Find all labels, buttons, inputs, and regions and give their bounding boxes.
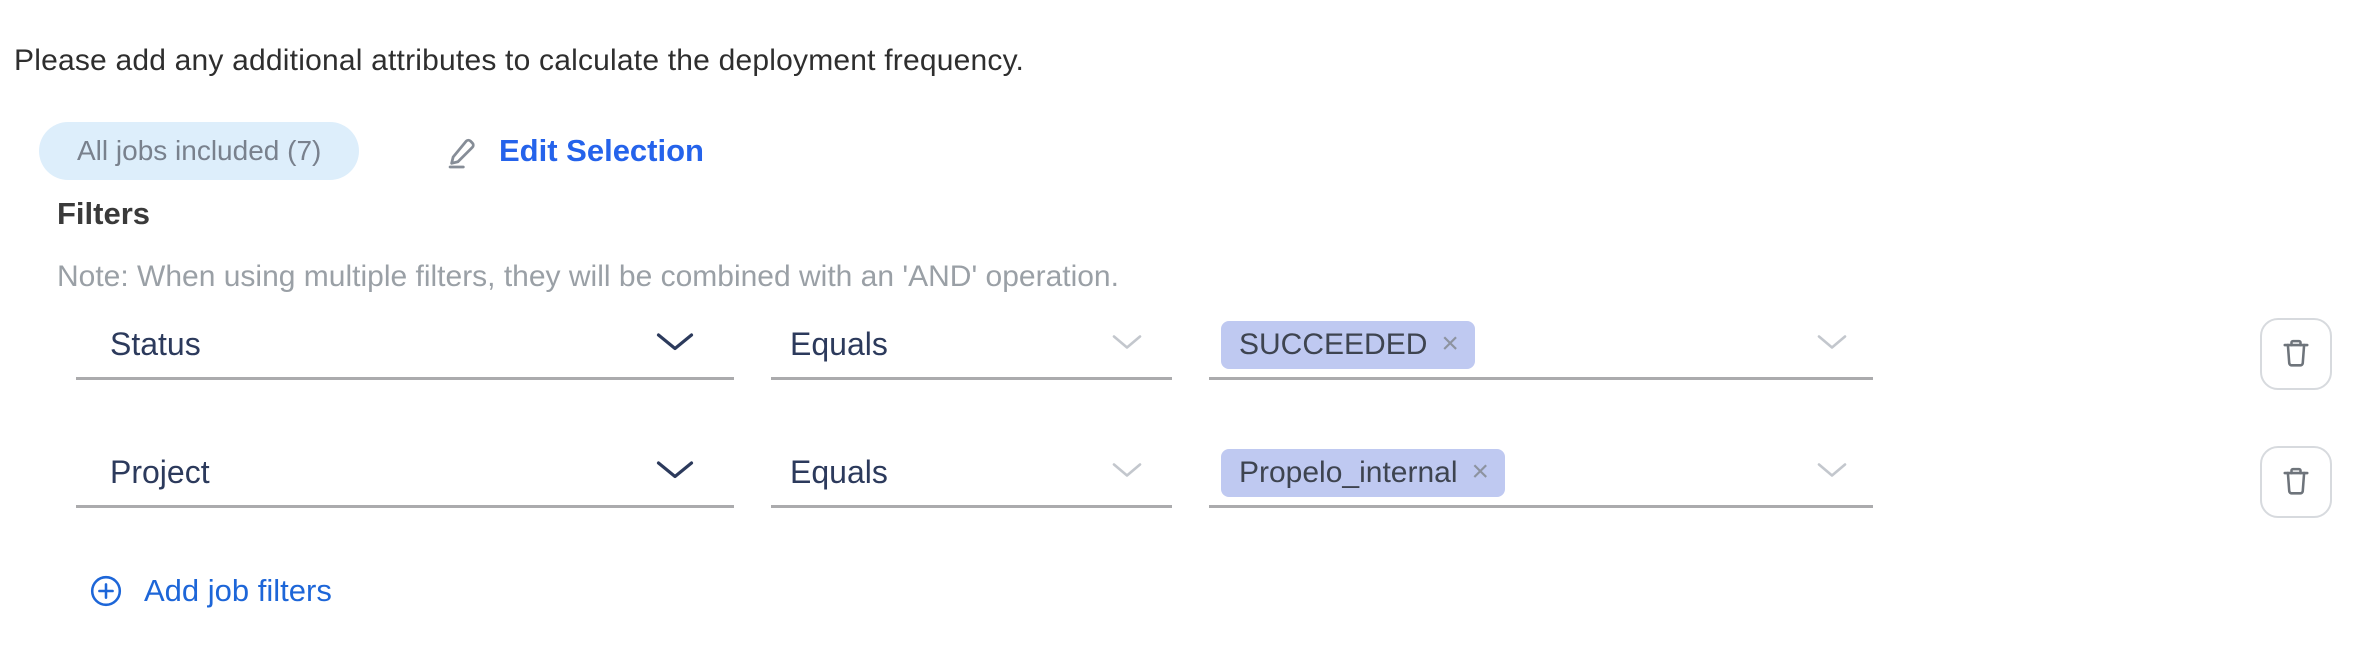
filter-row: Project Equals Propelo_internal × xyxy=(0,440,2376,520)
trash-icon xyxy=(2278,463,2314,502)
attribute-select[interactable]: Status xyxy=(76,312,734,380)
values-select[interactable]: SUCCEEDED × xyxy=(1209,312,1873,380)
operator-select[interactable]: Equals xyxy=(771,312,1172,380)
jobs-included-badge: All jobs included (7) xyxy=(39,122,360,180)
values-select[interactable]: Propelo_internal × xyxy=(1209,440,1873,508)
chevron-down-icon xyxy=(1817,334,1847,355)
chevron-down-icon xyxy=(1112,462,1142,483)
add-job-filters-button[interactable]: Add job filters xyxy=(88,570,332,612)
attribute-select-value: Project xyxy=(110,454,210,490)
chevron-down-icon xyxy=(656,332,694,357)
filter-row: Status Equals SUCCEEDED × xyxy=(0,312,2376,392)
chevron-down-icon xyxy=(656,460,694,485)
value-tag: Propelo_internal × xyxy=(1221,448,1506,497)
attribute-select-value: Status xyxy=(110,326,201,362)
add-job-filters-label: Add job filters xyxy=(144,573,332,608)
delete-filter-button[interactable] xyxy=(2260,318,2332,390)
value-tag-label: SUCCEEDED xyxy=(1239,327,1428,361)
edit-icon xyxy=(443,131,483,171)
filters-heading: Filters xyxy=(57,196,151,231)
plus-circle-icon xyxy=(88,573,124,609)
edit-selection-button[interactable]: Edit Selection xyxy=(443,120,704,182)
operator-select-value: Equals xyxy=(790,454,888,490)
chevron-down-icon xyxy=(1112,334,1142,355)
jobs-included-label: All jobs included (7) xyxy=(77,135,322,166)
intro-text: Please add any additional attributes to … xyxy=(14,44,1025,77)
edit-selection-label: Edit Selection xyxy=(499,133,704,168)
filters-note: Note: When using multiple filters, they … xyxy=(57,260,1119,293)
close-icon[interactable]: × xyxy=(1471,454,1490,488)
trash-icon xyxy=(2278,335,2314,374)
chevron-down-icon xyxy=(1817,462,1847,483)
attribute-select[interactable]: Project xyxy=(76,440,734,508)
operator-select-value: Equals xyxy=(790,326,888,362)
value-tag: SUCCEEDED × xyxy=(1221,320,1475,369)
operator-select[interactable]: Equals xyxy=(771,440,1172,508)
value-tag-label: Propelo_internal xyxy=(1239,455,1458,489)
delete-filter-button[interactable] xyxy=(2260,446,2332,518)
close-icon[interactable]: × xyxy=(1441,326,1459,360)
